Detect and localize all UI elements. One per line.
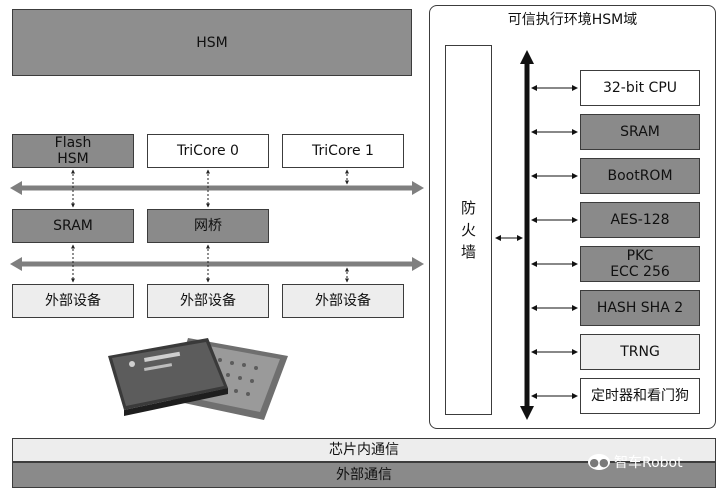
- watermark-text: 智车Robot: [614, 455, 683, 471]
- peripheral-box-3: 外部设备: [282, 284, 404, 318]
- tee-module-cpu: 32-bit CPU: [580, 70, 700, 106]
- sram-box: SRAM: [12, 209, 134, 243]
- tee-module-links: [531, 85, 578, 399]
- tee-module-cpu-label: 32-bit CPU: [602, 80, 678, 96]
- tee-module-sram: SRAM: [580, 114, 700, 150]
- tee-module-pkc-label: PKC ECC 256: [610, 248, 670, 280]
- tricore0-box: TriCore 0: [147, 134, 269, 168]
- tee-region: [429, 5, 716, 429]
- peripheral-box-1: 外部设备: [12, 284, 134, 318]
- firewall-char-1: 防: [460, 199, 476, 217]
- tricore1-label: TriCore 1: [312, 143, 374, 159]
- external-comm-label: 外部通信: [336, 467, 392, 483]
- flash-hsm-box: Flash HSM: [12, 134, 134, 168]
- tee-module-pkc: PKC ECC 256: [580, 246, 700, 282]
- tee-module-hash: HASH SHA 2: [580, 290, 700, 326]
- tee-vertical-bus: [520, 50, 534, 420]
- peripheral-box-2: 外部设备: [147, 284, 269, 318]
- firewall-char-3: 墙: [460, 243, 476, 261]
- tee-module-bootrom-label: BootROM: [607, 168, 673, 184]
- hsm-label: HSM: [196, 34, 228, 51]
- tee-module-trng: TRNG: [580, 334, 700, 370]
- upper-bus-arrow: [10, 181, 424, 195]
- lower-bus-arrow: [10, 257, 424, 271]
- tee-module-timer-label: 定时器和看门狗: [591, 388, 689, 404]
- flash-hsm-label: Flash HSM: [54, 135, 92, 167]
- tee-module-timer: 定时器和看门狗: [580, 378, 700, 414]
- tee-module-aes: AES-128: [580, 202, 700, 238]
- tricore0-label: TriCore 0: [177, 143, 239, 159]
- sram-label: SRAM: [53, 218, 93, 234]
- tee-module-sram-label: SRAM: [620, 124, 660, 140]
- tee-module-bootrom: BootROM: [580, 158, 700, 194]
- tee-module-trng-label: TRNG: [620, 344, 660, 360]
- hsm-block: HSM: [12, 9, 412, 76]
- tee-title: 可信执行环境HSM域: [507, 12, 638, 28]
- firewall-char-2: 火: [460, 221, 476, 239]
- tricore1-box: TriCore 1: [282, 134, 404, 168]
- firewall-box: 防 火 墙: [445, 45, 492, 415]
- peripheral-label-1: 外部设备: [45, 293, 101, 309]
- watermark: ●● 智车Robot: [588, 452, 683, 472]
- tee-module-aes-label: AES-128: [610, 212, 670, 228]
- external-comm-bar: 外部通信: [12, 462, 716, 488]
- bridge-box: 网桥: [147, 209, 269, 243]
- chip-illustration: [108, 338, 288, 420]
- chat-bubble-icon: ●●: [588, 454, 610, 470]
- on-chip-comm-label: 芯片内通信: [329, 442, 399, 458]
- bridge-label: 网桥: [194, 218, 222, 234]
- tee-module-hash-label: HASH SHA 2: [596, 300, 684, 316]
- peripheral-label-2: 外部设备: [180, 293, 236, 309]
- peripheral-label-3: 外部设备: [315, 293, 371, 309]
